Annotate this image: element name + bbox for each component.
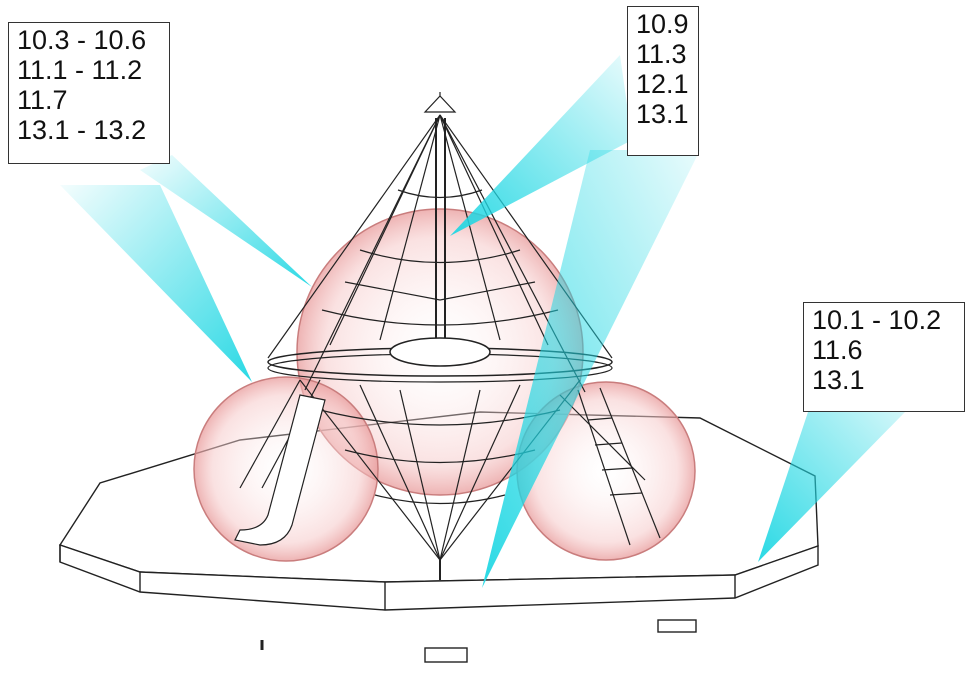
callout-middle-line-1: 10.9 [636, 9, 689, 39]
pointer-mid-2 [482, 150, 700, 588]
mast-cap [423, 95, 457, 113]
pointer-mid-1 [450, 55, 632, 236]
platform-side [59, 544, 819, 611]
pointer-left-2 [60, 185, 252, 382]
center-disk [389, 337, 491, 367]
callout-box-left: 10.3 - 10.6 11.1 - 11.2 11.7 13.1 - 13.2 [8, 22, 170, 164]
pointer-right [758, 412, 905, 562]
callout-right-line-3: 13.1 [812, 365, 865, 395]
callout-left-line-2: 11.1 - 11.2 [17, 55, 143, 85]
pyramid-net-structure [234, 92, 661, 580]
callout-right-line-1: 10.1 - 10.2 [812, 305, 942, 335]
callout-pointers [60, 55, 905, 588]
callout-left-line-1: 10.3 - 10.6 [17, 25, 147, 55]
callout-middle-line-2: 11.3 [636, 39, 687, 69]
slide [234, 394, 326, 546]
callout-middle-line-4: 13.1 [636, 99, 689, 129]
callout-right-line-2: 11.6 [812, 335, 863, 365]
callout-box-middle: 10.9 11.3 12.1 13.1 [627, 6, 699, 156]
callout-box-right: 10.1 - 10.2 11.6 13.1 [803, 302, 965, 412]
callout-left-line-3: 11.7 [17, 85, 68, 115]
callout-middle-line-3: 12.1 [636, 69, 689, 99]
pointer-left-1 [140, 155, 312, 287]
callout-left-line-4: 13.1 - 13.2 [17, 115, 147, 145]
